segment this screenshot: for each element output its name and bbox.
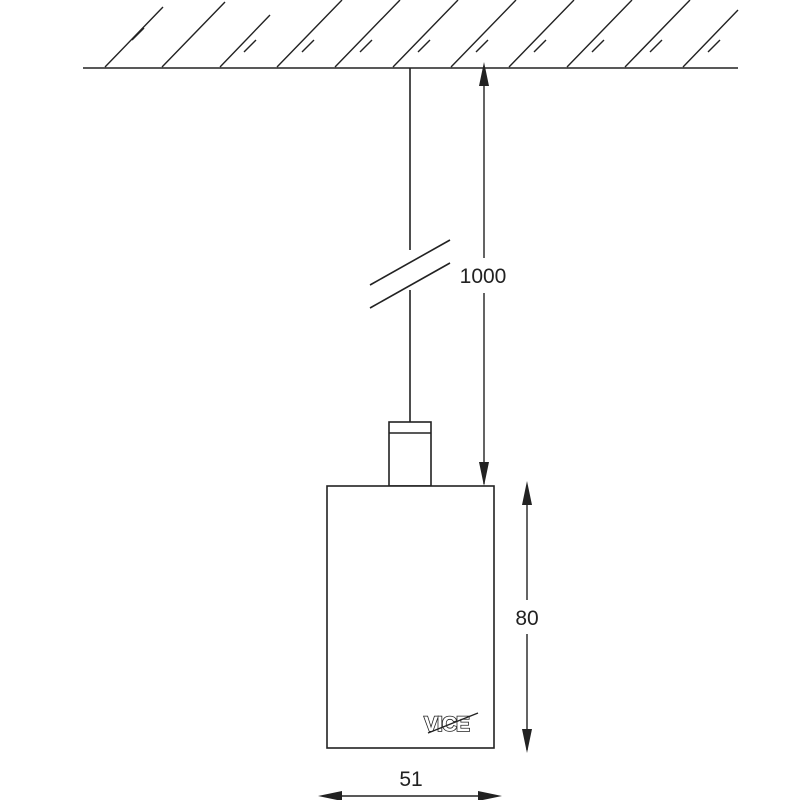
body-height-label: 80: [515, 607, 538, 630]
lamp-body: [326, 485, 495, 749]
brand-logo: VICE: [423, 712, 479, 737]
dimension-cable-length: [479, 62, 489, 486]
body-width-label: 51: [399, 768, 422, 791]
arrowhead-right-icon: [478, 791, 502, 800]
arrowhead-left-icon: [318, 791, 342, 800]
brand-logo-swoosh: [427, 712, 479, 734]
ceiling-hatching: [104, 0, 739, 68]
suspension-cable: [369, 68, 451, 422]
arrowhead-top-icon: [479, 62, 489, 86]
ceiling: [83, 0, 739, 69]
arrowhead-bottom-icon: [522, 729, 532, 753]
cable-break-mark-top: [369, 239, 451, 286]
dimension-body-width: [318, 791, 502, 800]
cable-break-mark-bottom: [369, 262, 451, 309]
cable-length-label: 1000: [460, 265, 507, 288]
arrowhead-top-icon: [522, 481, 532, 505]
arrowhead-bottom-icon: [479, 462, 489, 486]
cable-connector: [388, 421, 432, 487]
dimension-body-height: [522, 481, 532, 753]
